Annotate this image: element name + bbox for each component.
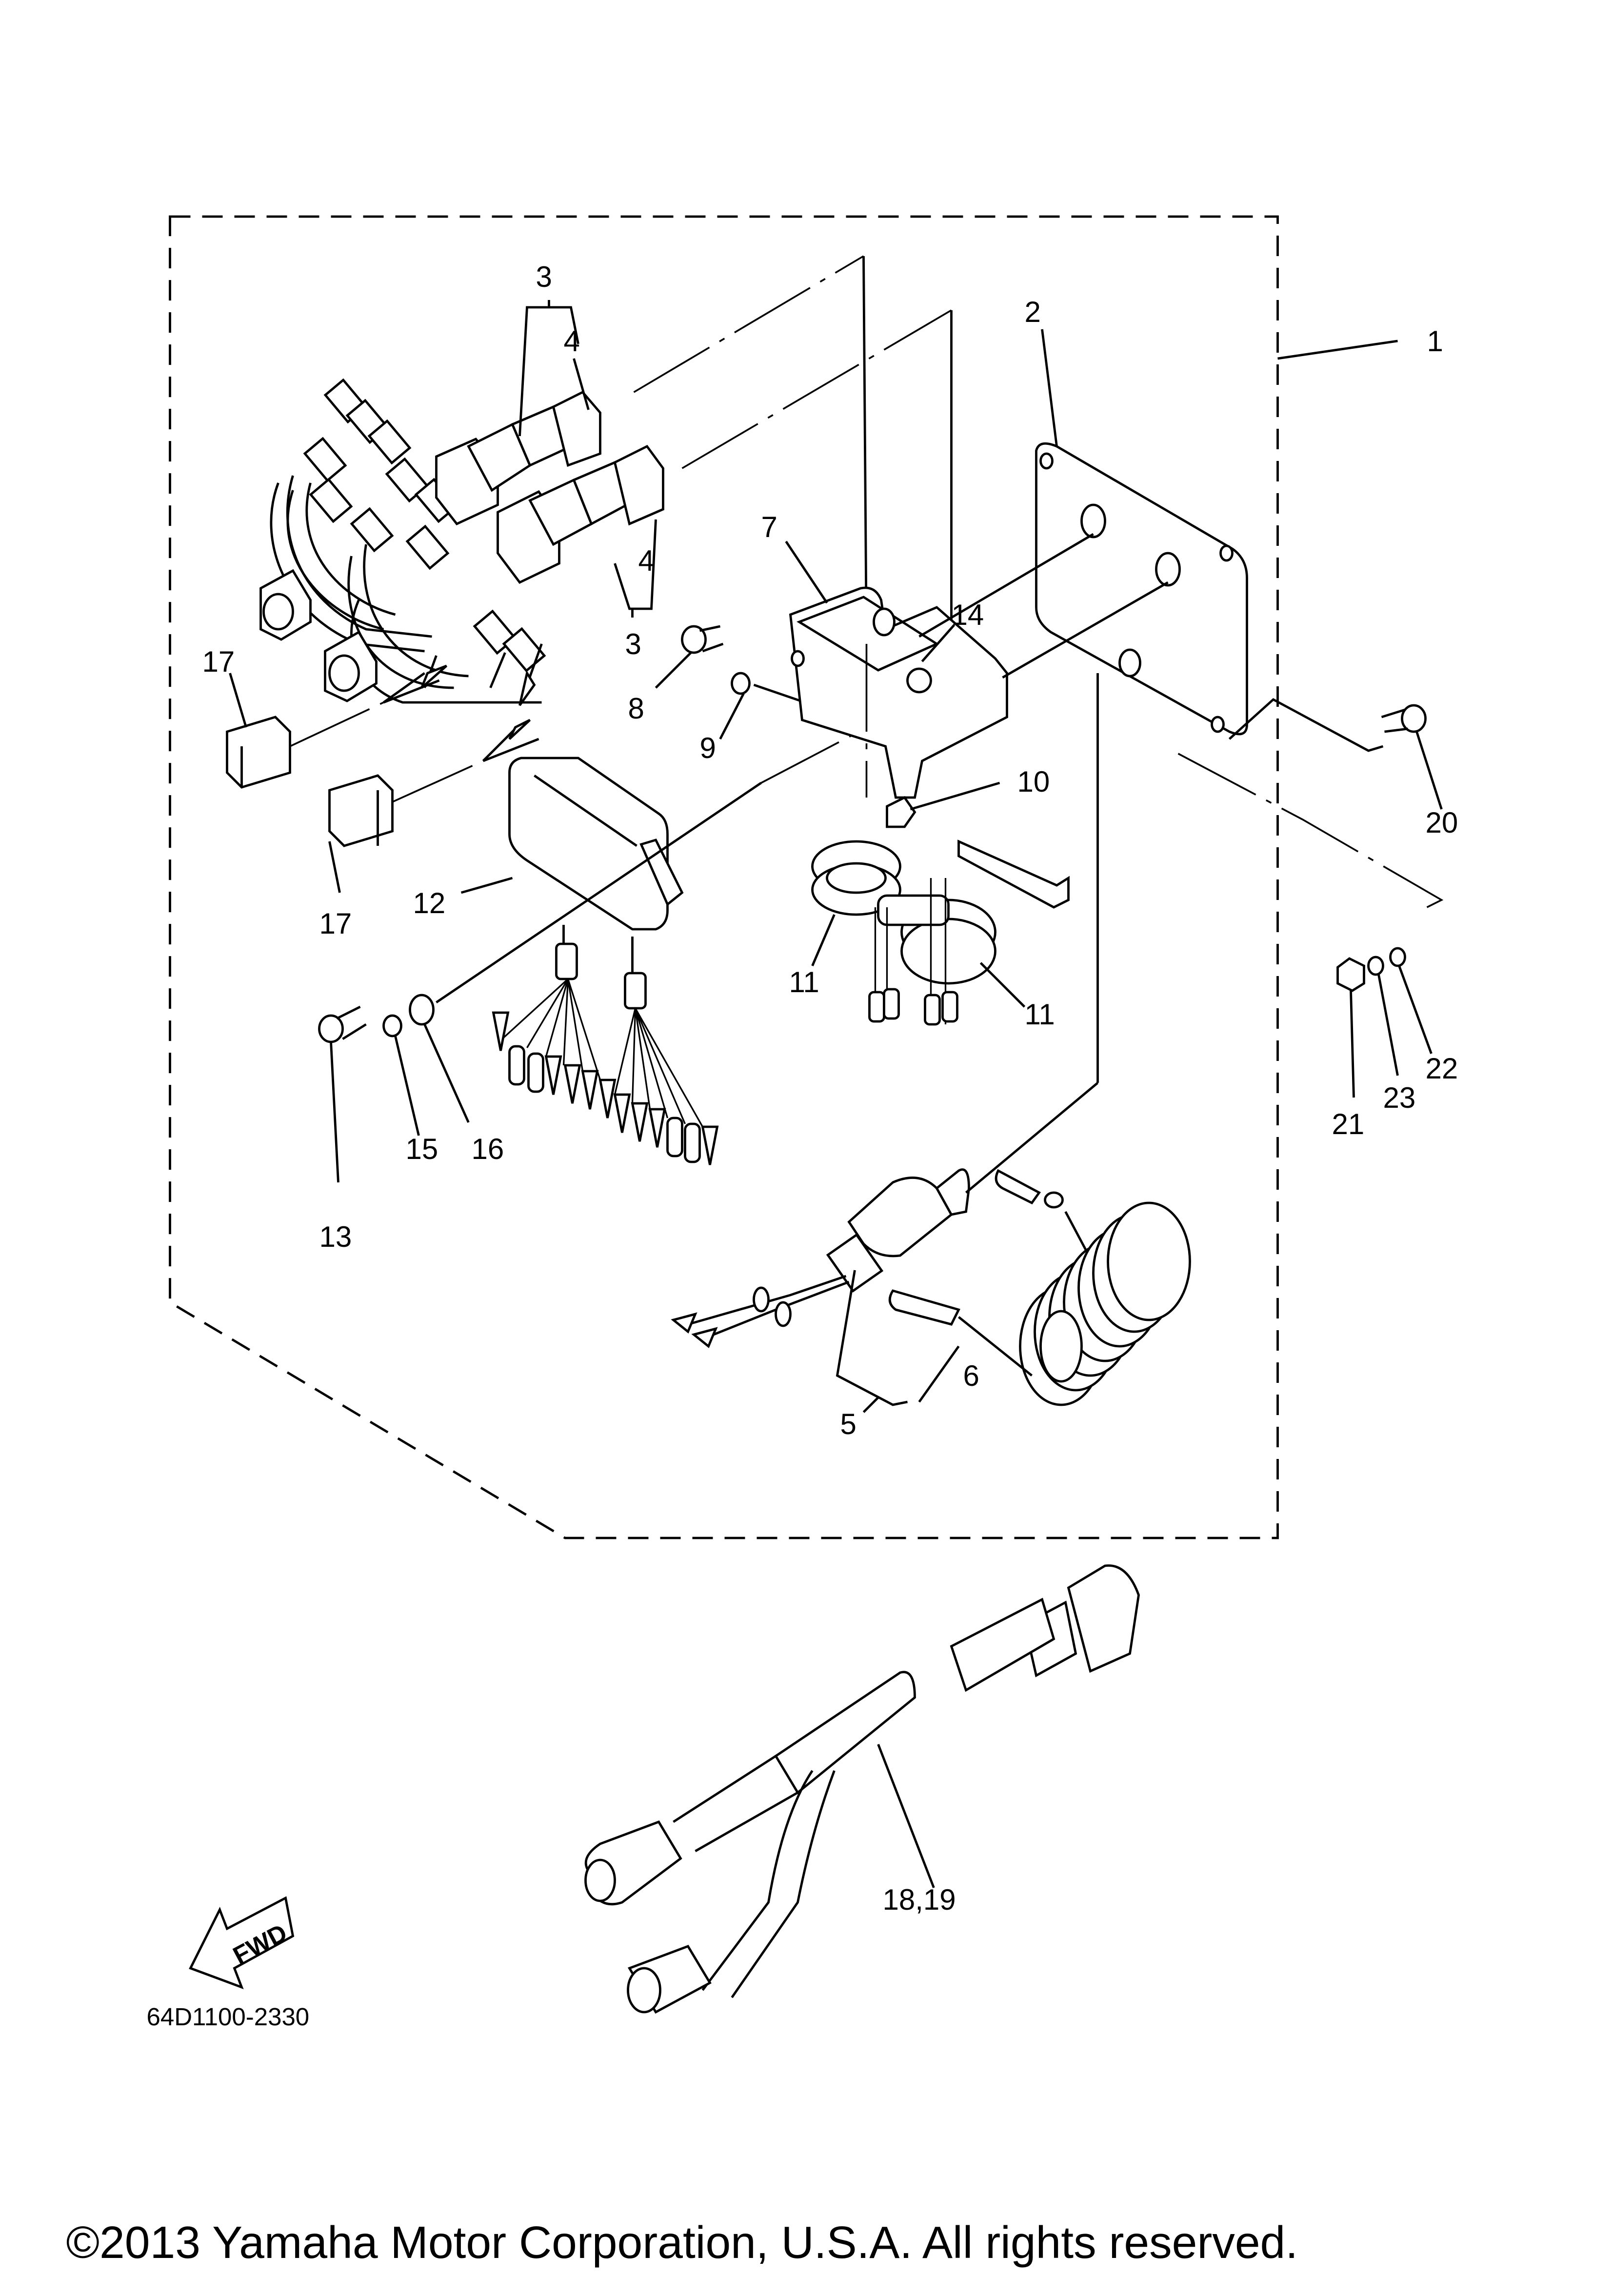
callout-1: 1 bbox=[1427, 325, 1443, 358]
cap-lower bbox=[328, 719, 539, 847]
drawing-code: 64D1100-2330 bbox=[147, 2003, 310, 2031]
callout-labels: 1 2 3 4 4 3 7 14 8 9 17 17 10 20 12 11 1… bbox=[202, 260, 1458, 1916]
cap-upper bbox=[226, 664, 448, 789]
callout-22: 22 bbox=[1426, 1052, 1458, 1085]
callout-12: 12 bbox=[413, 887, 446, 919]
assembly-boundary bbox=[169, 215, 1279, 1539]
cable-tie bbox=[957, 839, 1070, 909]
callout-14: 14 bbox=[952, 599, 984, 631]
connector-lower bbox=[497, 444, 664, 584]
leader-screw-path bbox=[1228, 698, 1384, 752]
callout-7: 7 bbox=[761, 511, 777, 543]
callout-17: 17 bbox=[202, 645, 235, 678]
plug-left-1 bbox=[259, 569, 312, 641]
leader-1 bbox=[1277, 339, 1398, 360]
callout-5: 5 bbox=[840, 1408, 856, 1440]
callout-10: 10 bbox=[1017, 765, 1050, 798]
lock-washer-small bbox=[382, 1014, 402, 1038]
callout-3b: 3 bbox=[625, 628, 641, 660]
lanyard bbox=[888, 1169, 1191, 1406]
harness-plug-1 bbox=[584, 1820, 682, 1906]
callout-21: 21 bbox=[1332, 1108, 1365, 1140]
callout-11b: 11 bbox=[1025, 998, 1055, 1031]
engine-stop-switch bbox=[671, 1082, 1099, 1348]
callout-20: 20 bbox=[1426, 806, 1458, 839]
harness-cluster bbox=[259, 255, 953, 706]
leader-12 bbox=[460, 877, 513, 894]
coil bbox=[1019, 1201, 1191, 1406]
screw bbox=[1381, 704, 1443, 810]
connector-upper bbox=[435, 391, 601, 525]
bolt bbox=[655, 625, 724, 689]
bracket bbox=[789, 586, 1008, 799]
nut-small bbox=[1336, 957, 1365, 992]
plug-left-2 bbox=[324, 630, 378, 702]
extension-harness bbox=[584, 1564, 1140, 2014]
leader-5 bbox=[836, 1270, 908, 1406]
leader-6 bbox=[918, 1345, 960, 1403]
buzzer-right bbox=[877, 894, 996, 985]
nut bbox=[886, 796, 916, 828]
callout-6: 6 bbox=[963, 1359, 979, 1392]
callout-3: 3 bbox=[536, 260, 552, 293]
callout-23: 23 bbox=[1383, 1081, 1416, 1114]
fwd-arrow-icon: FWD bbox=[189, 1896, 295, 1990]
callout-9: 9 bbox=[700, 732, 716, 764]
copyright-notice: ©2013 Yamaha Motor Corporation, U.S.A. A… bbox=[66, 2217, 1298, 2268]
callout-16: 16 bbox=[472, 1133, 504, 1165]
callout-17b: 17 bbox=[319, 907, 352, 940]
callout-2: 2 bbox=[1025, 296, 1041, 328]
leader-7 bbox=[785, 540, 828, 604]
callout-8: 8 bbox=[628, 692, 644, 725]
mounting-plate bbox=[918, 442, 1248, 736]
leader-2 bbox=[1041, 329, 1058, 447]
spring-washer bbox=[1367, 956, 1384, 976]
leader-17-lower bbox=[328, 841, 341, 893]
terminal-set bbox=[492, 1011, 719, 1165]
washer bbox=[409, 994, 435, 1026]
leader-14 bbox=[921, 624, 956, 662]
callout-13: 13 bbox=[319, 1220, 352, 1253]
callout-4: 4 bbox=[564, 325, 580, 358]
leader-3-lower bbox=[614, 519, 657, 610]
callout-15: 15 bbox=[406, 1133, 438, 1165]
harness-plug-2 bbox=[627, 1945, 712, 2014]
control-unit bbox=[436, 701, 916, 1165]
leader-11-right bbox=[979, 962, 1026, 1008]
callout-18-19: 18,19 bbox=[883, 1883, 956, 1916]
callout-4b: 4 bbox=[638, 544, 655, 577]
plain-washer bbox=[1389, 947, 1406, 967]
leader-4-upper bbox=[573, 358, 590, 410]
leader-11-left bbox=[811, 914, 836, 966]
leader-17-upper bbox=[229, 673, 247, 728]
lock-washer bbox=[731, 672, 751, 695]
screw-small bbox=[318, 1005, 367, 1183]
callout-11: 11 bbox=[789, 966, 819, 998]
buzzer-leads bbox=[868, 878, 958, 1026]
